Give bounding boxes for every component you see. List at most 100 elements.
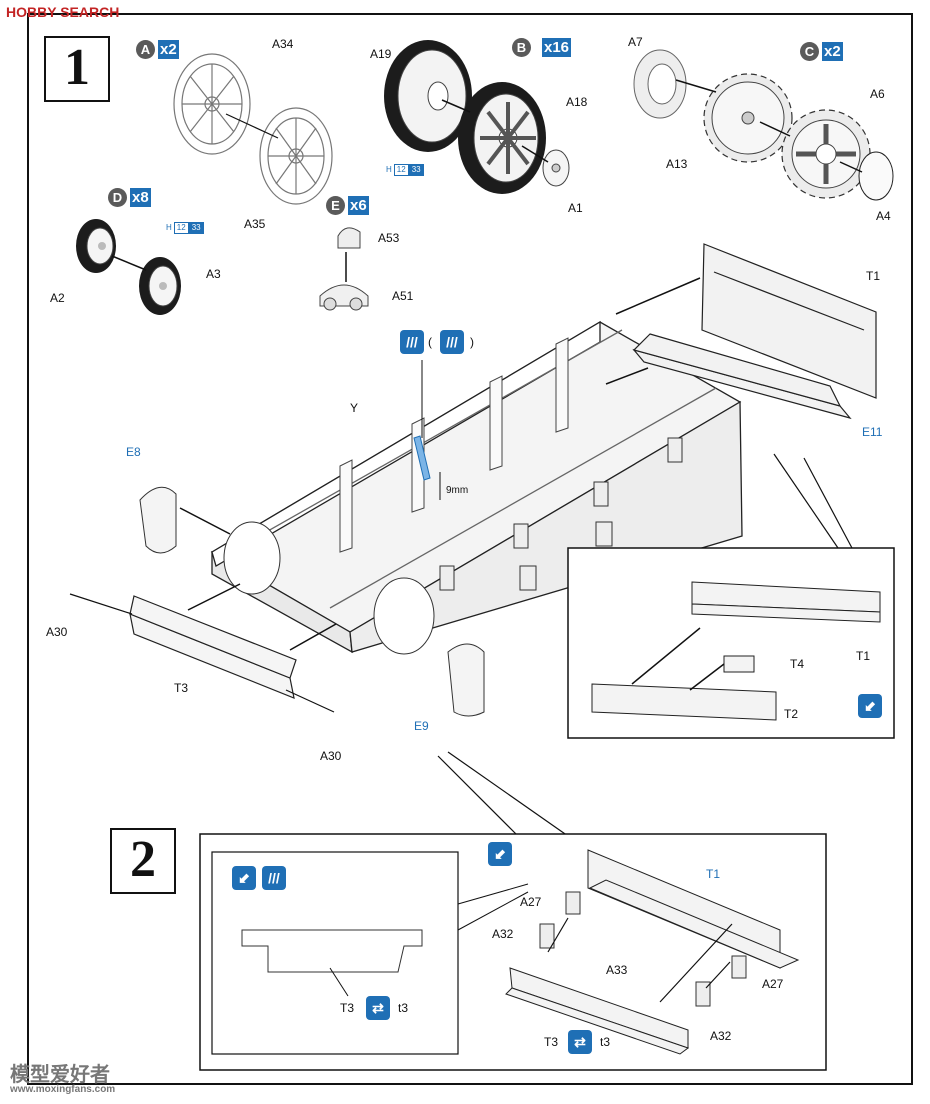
step2-label-t1: T1	[706, 867, 721, 881]
paint-stripe-icon: ///	[400, 330, 424, 354]
paint-ref-d-a: 12	[173, 222, 189, 234]
plate-e11	[632, 333, 852, 420]
label-a1: A1	[568, 201, 583, 215]
subassembly-b-letter: B	[512, 38, 531, 57]
label-a35: A35	[244, 217, 266, 231]
wheel-a34	[173, 53, 251, 155]
label-a19: A19	[370, 47, 392, 61]
paint-stripe-icon: ///	[262, 866, 286, 890]
label-e11: E11	[862, 425, 883, 439]
subassembly-c-qty: x2	[822, 42, 843, 61]
paint-ref-d-b: 33	[188, 222, 204, 234]
subassembly-b-marker: B x16	[512, 38, 572, 57]
step2-right-label-t3-alt: t3	[600, 1035, 611, 1049]
dimension-9mm: 9mm	[446, 485, 469, 496]
paint-note-close: )	[470, 335, 474, 349]
label-a4: A4	[876, 209, 891, 223]
plate-t3	[129, 595, 297, 699]
subassembly-d-letter: D	[108, 188, 127, 207]
paint-marker	[413, 435, 431, 481]
label-e9: E9	[414, 719, 429, 733]
watermark-text: 模型爱好者	[10, 1064, 110, 1086]
step2-left-label-t3: T3	[340, 1001, 355, 1015]
label-a2: A2	[50, 291, 65, 305]
step2-t3	[505, 967, 690, 1055]
bogie-a51	[319, 284, 369, 311]
outer-frame	[27, 13, 913, 1085]
label-a51: A51	[392, 289, 414, 303]
label-a7: A7	[628, 35, 643, 49]
glue-icon: ⬋	[858, 694, 882, 718]
step2-label-a27-left: A27	[520, 895, 542, 909]
bracket-e9	[447, 643, 485, 717]
hook-a30-left	[69, 593, 133, 615]
step2-label-a32-left: A32	[492, 927, 514, 941]
subassembly-a-qty: x2	[158, 40, 179, 59]
step2-left-label-t3-alt: t3	[398, 1001, 409, 1015]
paint-ref-b-h: H	[386, 165, 392, 174]
paint-ref-d: H 12 33	[164, 222, 204, 234]
subassembly-d-marker: D x8	[108, 188, 151, 207]
inset-label-t2: T2	[784, 707, 799, 721]
step-1-number: 1	[44, 36, 110, 102]
step2-label-a33: A33	[606, 963, 628, 977]
arrow-a	[225, 113, 279, 139]
roadwheel-a18	[458, 82, 546, 194]
subassembly-d-qty: x8	[130, 188, 151, 207]
roadwheel-a19	[384, 40, 472, 152]
label-a13: A13	[666, 157, 688, 171]
label-t3: T3	[174, 681, 189, 695]
wheel-a35	[259, 107, 333, 205]
subassembly-a-marker: A x2	[136, 40, 179, 59]
inset-t4	[723, 655, 755, 673]
label-a6: A6	[870, 87, 885, 101]
sprocket-cap-a7	[633, 49, 687, 119]
inset-label-t1: T1	[856, 649, 871, 663]
alternate-part-icon: ⇄	[568, 1030, 592, 1054]
label-e8: E8	[126, 445, 141, 459]
paint-stripe-icon: ///	[440, 330, 464, 354]
wheel-a2	[76, 219, 116, 273]
label-a30-right: A30	[320, 749, 342, 763]
sprocket-a13	[703, 73, 793, 163]
hub-a1	[542, 149, 570, 187]
subassembly-e-letter: E	[326, 196, 345, 215]
hook-a30-right	[285, 689, 335, 713]
sprocket-a6	[781, 109, 871, 199]
label-a34: A34	[272, 37, 294, 51]
bogie-a53	[337, 227, 361, 249]
paint-ref-b-a: 12	[393, 164, 409, 176]
subassembly-b-qty: x16	[542, 38, 572, 57]
hull-openings	[223, 521, 435, 655]
paint-note-open: (	[428, 335, 432, 349]
inset-t1	[691, 581, 881, 623]
glue-icon: ⬋	[488, 842, 512, 866]
step2-label-a32-right: A32	[710, 1029, 732, 1043]
subassembly-a-letter: A	[136, 40, 155, 59]
inset-label-t4: T4	[790, 657, 805, 671]
paint-ref-b: H 12 33	[384, 164, 424, 176]
label-a18: A18	[566, 95, 588, 109]
suspension-mounts	[439, 437, 683, 591]
brand-logo: HOBBY SEARCH	[6, 4, 120, 20]
step2-label-a27-right: A27	[762, 977, 784, 991]
label-hull-y: Y	[350, 401, 359, 415]
label-a30-left: A30	[46, 625, 68, 639]
bracket-e8	[139, 486, 177, 554]
label-t1: T1	[866, 269, 881, 283]
inset-t2	[591, 683, 777, 721]
hubcap-a4	[858, 151, 894, 201]
step2-right-label-t3: T3	[544, 1035, 559, 1049]
subassembly-e-qty: x6	[348, 196, 369, 215]
plate-t1	[701, 243, 877, 399]
label-a53: A53	[378, 231, 400, 245]
subassembly-c-letter: C	[800, 42, 819, 61]
subassembly-e-marker: E x6	[326, 196, 369, 215]
label-a3: A3	[206, 267, 221, 281]
wheel-a3	[139, 257, 181, 315]
paint-ref-d-h: H	[166, 223, 172, 232]
subassembly-c-marker: C x2	[800, 42, 843, 61]
alternate-part-icon: ⇄	[366, 996, 390, 1020]
